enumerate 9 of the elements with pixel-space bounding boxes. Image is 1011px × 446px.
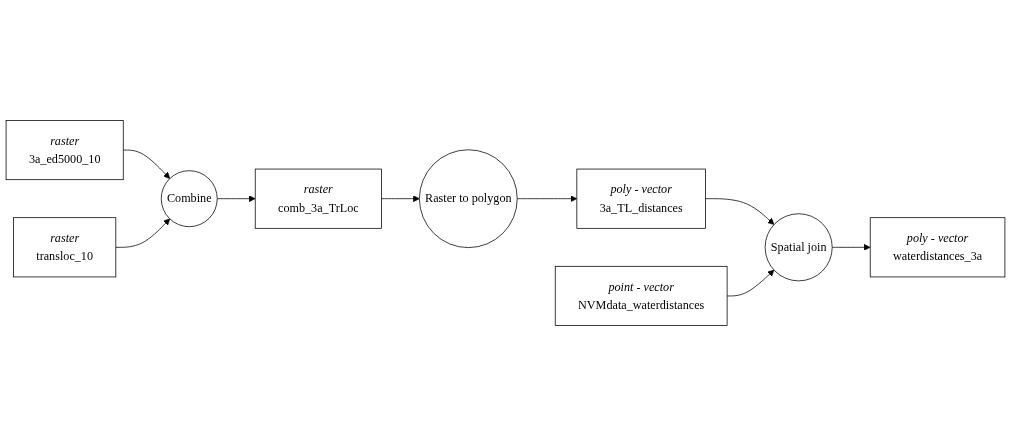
node-box: raster 3a_ed5000_10: [5, 120, 124, 181]
node-box: poly - vector 3a_TL_distances: [576, 168, 706, 229]
node-box: poly - vector waterdistances_3a: [869, 217, 1006, 278]
node-circle: Spatial join: [764, 213, 833, 282]
node-circle: Raster to polygon: [419, 149, 518, 248]
node-circle: Combine: [160, 170, 218, 228]
node-box: point - vector NVMdata_waterdistances: [554, 265, 728, 326]
node-box: raster comb_3a_TrLoc: [254, 168, 382, 229]
node-box: raster transloc_10: [13, 217, 117, 278]
